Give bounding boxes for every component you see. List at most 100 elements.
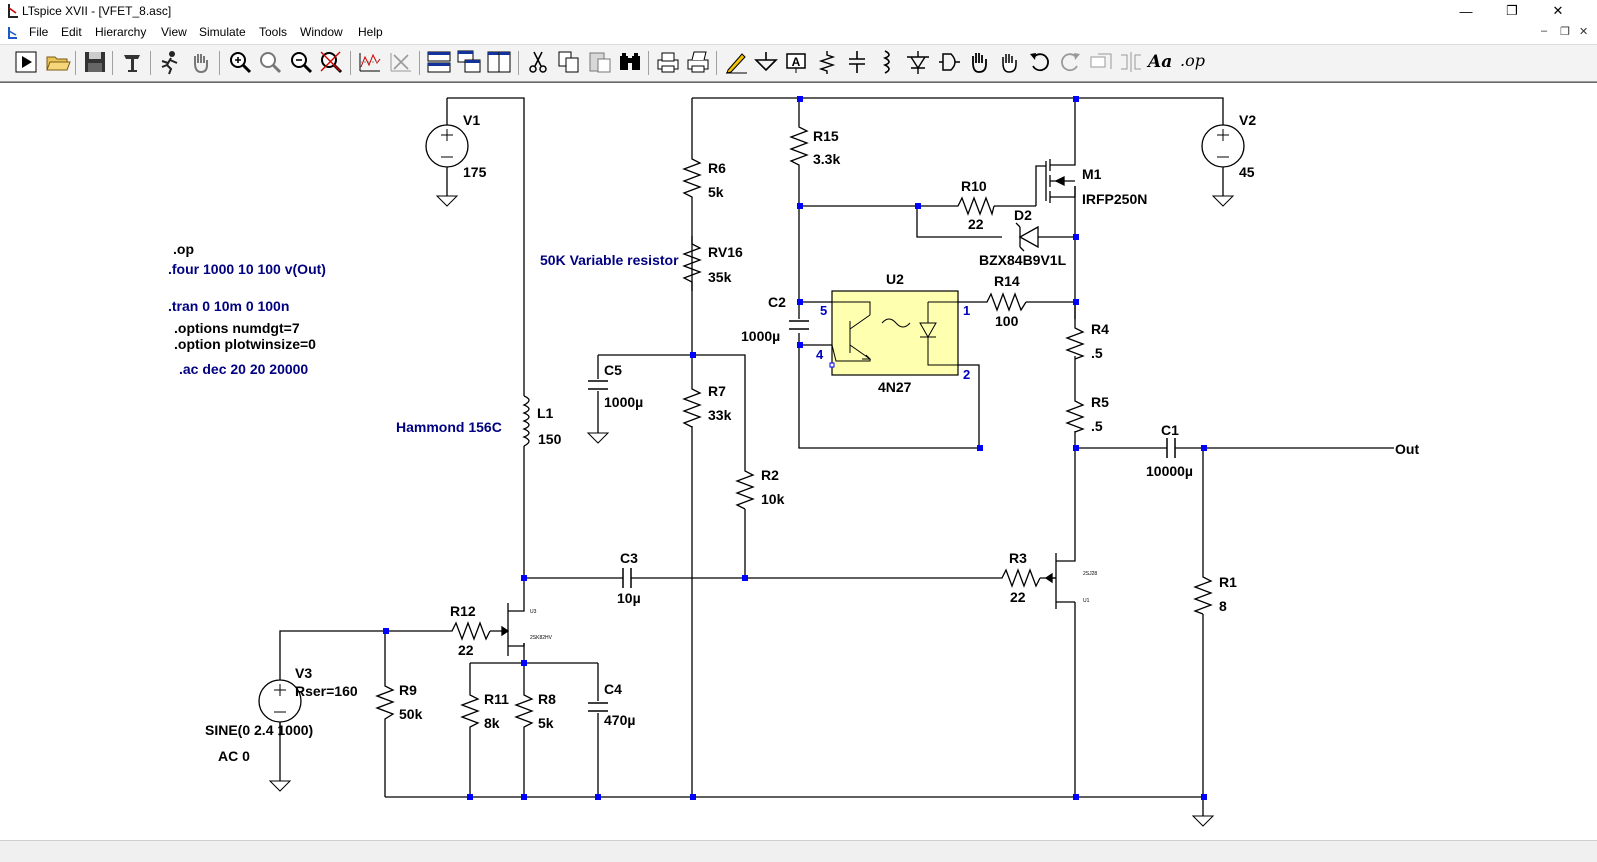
rv16-name: RV16 [708,244,743,260]
wires [279,97,1394,816]
l1-inductor[interactable] [522,395,530,447]
paste-icon[interactable] [587,49,613,75]
r14-resistor[interactable] [982,292,1027,312]
doc-restore-button[interactable]: ❐ [1560,26,1570,38]
r8-resistor[interactable] [514,691,534,731]
restore-button[interactable]: ❐ [1489,0,1535,22]
tile-horizontal-icon[interactable] [486,49,512,75]
menu-help[interactable]: Help [358,25,383,39]
c4-capacitor[interactable] [588,702,608,712]
pan-icon[interactable] [188,49,214,75]
r7-resistor[interactable] [682,383,702,428]
drag-icon[interactable] [996,49,1022,75]
capacitor-icon[interactable] [844,49,870,75]
component-icon[interactable] [936,49,962,75]
u3-jfet[interactable] [501,601,525,656]
schematic-drawing: V1 175 V2 45 V3 Rser=160 SINE(0 2.4 1000… [168,96,1419,827]
save-icon[interactable] [82,49,108,75]
ground-icon[interactable] [753,49,779,75]
u1-jfet[interactable] [1044,553,1076,609]
v2-source[interactable] [1201,124,1245,207]
halt-icon[interactable] [157,49,183,75]
find-icon[interactable] [617,49,643,75]
print-icon[interactable] [685,49,711,75]
r4-resistor[interactable] [1065,324,1085,360]
minimize-button[interactable]: — [1443,0,1489,22]
run-icon[interactable] [13,49,39,75]
directive-options-numdgt[interactable]: .options numdgt=7 [174,320,300,336]
directive-four[interactable]: .four 1000 10 100 v(Out) [168,261,326,277]
d2-value: BZX84B9V1L [979,252,1067,268]
close-button[interactable]: ✕ [1535,0,1581,22]
redo-icon[interactable] [1057,49,1083,75]
m1-name: M1 [1082,166,1102,182]
ltspice-app-icon[interactable] [6,3,20,19]
menu-simulate[interactable]: Simulate [199,25,246,39]
c5-capacitor[interactable] [588,380,608,390]
zoom-area-icon[interactable] [257,49,283,75]
r7-name: R7 [708,383,726,399]
document-icon[interactable] [6,25,20,41]
undo-icon[interactable] [1027,49,1053,75]
r5-value: .5 [1091,418,1103,434]
doc-close-button[interactable]: ✕ [1579,26,1589,38]
cut-icon[interactable] [525,49,551,75]
mirror-icon[interactable] [1118,49,1144,75]
r10-resistor[interactable] [953,196,995,217]
inductor-icon[interactable] [874,49,900,75]
move-icon[interactable] [966,49,992,75]
c1-capacitor[interactable] [1166,438,1176,458]
u2-optocoupler[interactable] [829,290,959,376]
d2-zener-diode[interactable] [1015,222,1039,252]
text-icon[interactable]: Aa [1148,52,1173,72]
v1-source[interactable] [425,124,469,207]
r12-resistor[interactable] [448,621,491,641]
r5-name: R5 [1091,394,1109,410]
menu-hierarchy[interactable]: Hierarchy [95,25,147,39]
autoscale-icon[interactable] [357,49,383,75]
r15-resistor[interactable] [789,123,809,173]
copy-icon[interactable] [556,49,582,75]
zoom-fit-icon[interactable] [318,49,344,75]
print-setup-icon[interactable] [655,49,681,75]
r1-value: 8 [1219,598,1227,614]
rotate-icon[interactable] [1088,49,1114,75]
doc-minimize-button[interactable]: – [1541,25,1548,37]
directive-ac[interactable]: .ac dec 20 20 20000 [179,361,308,377]
control-panel-icon[interactable] [119,49,145,75]
r6-resistor[interactable] [682,153,702,203]
spice-directive-icon[interactable]: .op [1180,51,1205,70]
open-icon[interactable] [45,49,71,75]
directive-option-plotwinsize[interactable]: .option plotwinsize=0 [174,336,316,352]
m1-mosfet[interactable] [1035,151,1076,206]
r14-value: 100 [995,313,1019,329]
menu-tools[interactable]: Tools [259,25,288,39]
tile-vertical-icon[interactable] [426,49,452,75]
r11-resistor[interactable] [460,691,480,731]
c3-capacitor[interactable] [622,568,632,588]
cascade-icon[interactable] [456,49,482,75]
menu-window[interactable]: Window [300,25,343,39]
zoom-in-icon[interactable] [227,49,253,75]
rv16-resistor[interactable] [682,203,702,291]
draw-wire-icon[interactable] [723,49,749,75]
resistor-icon[interactable] [814,49,840,75]
r5-resistor[interactable] [1065,398,1085,433]
r2-resistor[interactable] [735,466,755,510]
c2-capacitor[interactable] [789,320,809,330]
menu-view[interactable]: View [161,25,187,39]
schematic-canvas[interactable]: V1 175 V2 45 V3 Rser=160 SINE(0 2.4 1000… [0,82,1597,841]
v3-source[interactable] [258,679,302,792]
r1-resistor[interactable] [1193,573,1213,615]
r3-resistor[interactable] [998,568,1041,588]
directive-tran[interactable]: .tran 0 10m 0 100n [168,298,289,314]
label-net-icon[interactable]: A [783,49,809,75]
delete-trace-icon[interactable] [388,49,414,75]
v2-name: V2 [1239,112,1256,128]
menu-file[interactable]: File [29,25,49,39]
zoom-out-icon[interactable] [288,49,314,75]
diode-icon[interactable] [905,49,931,75]
directive-op[interactable]: .op [173,241,194,257]
r9-resistor[interactable] [375,681,395,723]
menu-edit[interactable]: Edit [61,25,82,39]
